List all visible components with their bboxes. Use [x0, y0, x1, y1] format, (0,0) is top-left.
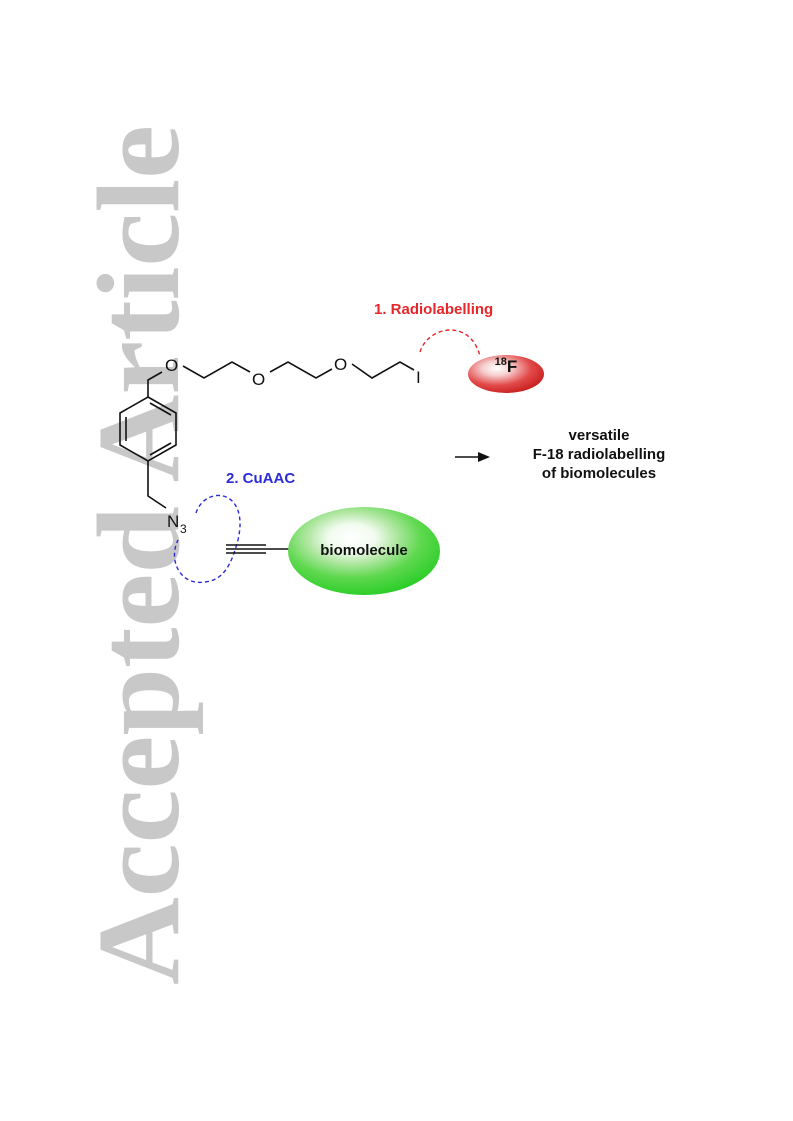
azide-subscript: 3: [180, 522, 187, 536]
azide-linker: [147, 461, 167, 509]
isotope-mass: 18: [494, 356, 507, 368]
benzene-ring: [119, 396, 177, 462]
step-1-label: 1. Radiolabelling: [374, 301, 494, 318]
oxygen-atom-1: O: [165, 356, 178, 375]
outcome-line-2: F-18 radiolabelling: [532, 446, 666, 463]
alkyne-triple-bond: [226, 544, 292, 554]
peg-chain: [147, 361, 415, 397]
iodine-atom: I: [416, 368, 421, 387]
oxygen-atom-3: O: [334, 355, 347, 374]
outcome-text: versatile F-18 radiolabelling of biomole…: [494, 426, 704, 483]
biomolecule-shape: [288, 507, 440, 595]
outcome-line-3: of biomolecules: [541, 465, 657, 482]
cuaac-loop: [173, 494, 241, 583]
step-2-label: 2. CuAAC: [226, 470, 296, 487]
isotope-element: F: [506, 357, 518, 376]
outcome-arrow: [455, 452, 490, 462]
fluorine-18-label: 18F: [470, 356, 542, 377]
fluorine-18-shape: [468, 355, 544, 393]
radiolabelling-arc: [419, 329, 481, 357]
outcome-line-1: versatile: [568, 427, 630, 444]
biomolecule-label: biomolecule: [320, 542, 408, 559]
azide-nitrogen: N: [167, 512, 179, 531]
oxygen-atom-2: O: [252, 370, 265, 389]
